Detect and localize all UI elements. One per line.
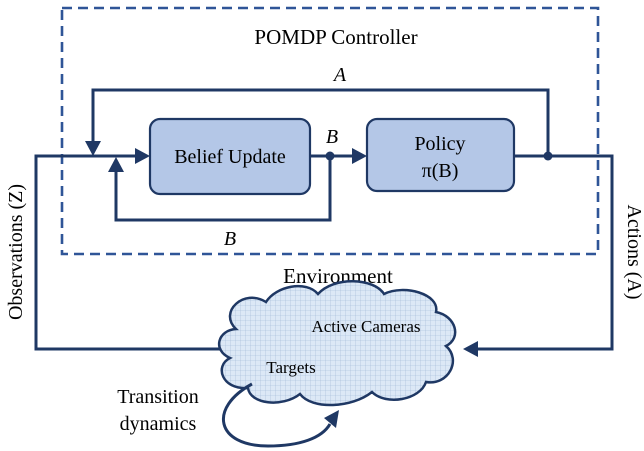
belief-update-label: Belief Update [174, 146, 286, 168]
belief-to-policy-arrowhead [352, 148, 367, 164]
actions-arrowhead [463, 341, 478, 357]
action-top-label: A [332, 64, 347, 86]
actions-wire [478, 154, 614, 351]
belief-feedback-wire [114, 156, 332, 222]
policy-label: Policy [414, 133, 465, 155]
transition-label-line1: Transition [117, 386, 199, 408]
observations-label: Observations (Z) [5, 184, 27, 320]
belief-feedback-label: B [224, 228, 236, 250]
transition-label-line2: dynamics [120, 413, 197, 435]
active-cameras-label: Active Cameras [311, 317, 420, 336]
sum-to-belief-arrowhead [135, 148, 150, 164]
action-loop-arrowhead [85, 141, 101, 156]
belief-feedback-arrowhead [108, 157, 124, 172]
targets-label: Targets [266, 358, 315, 377]
environment-cloud [217, 280, 457, 407]
observations-wire [34, 154, 228, 351]
transition-dynamics-loop [222, 382, 332, 448]
controller-boundary [60, 6, 600, 256]
transition-dynamics-arrowhead [324, 410, 339, 428]
action-loop-wire [91, 88, 550, 156]
actions-label: Actions (A) [623, 205, 644, 300]
policy-formula: π(B) [422, 160, 459, 182]
belief-out-label: B [326, 126, 338, 148]
controller-label: POMDP Controller [254, 25, 417, 49]
